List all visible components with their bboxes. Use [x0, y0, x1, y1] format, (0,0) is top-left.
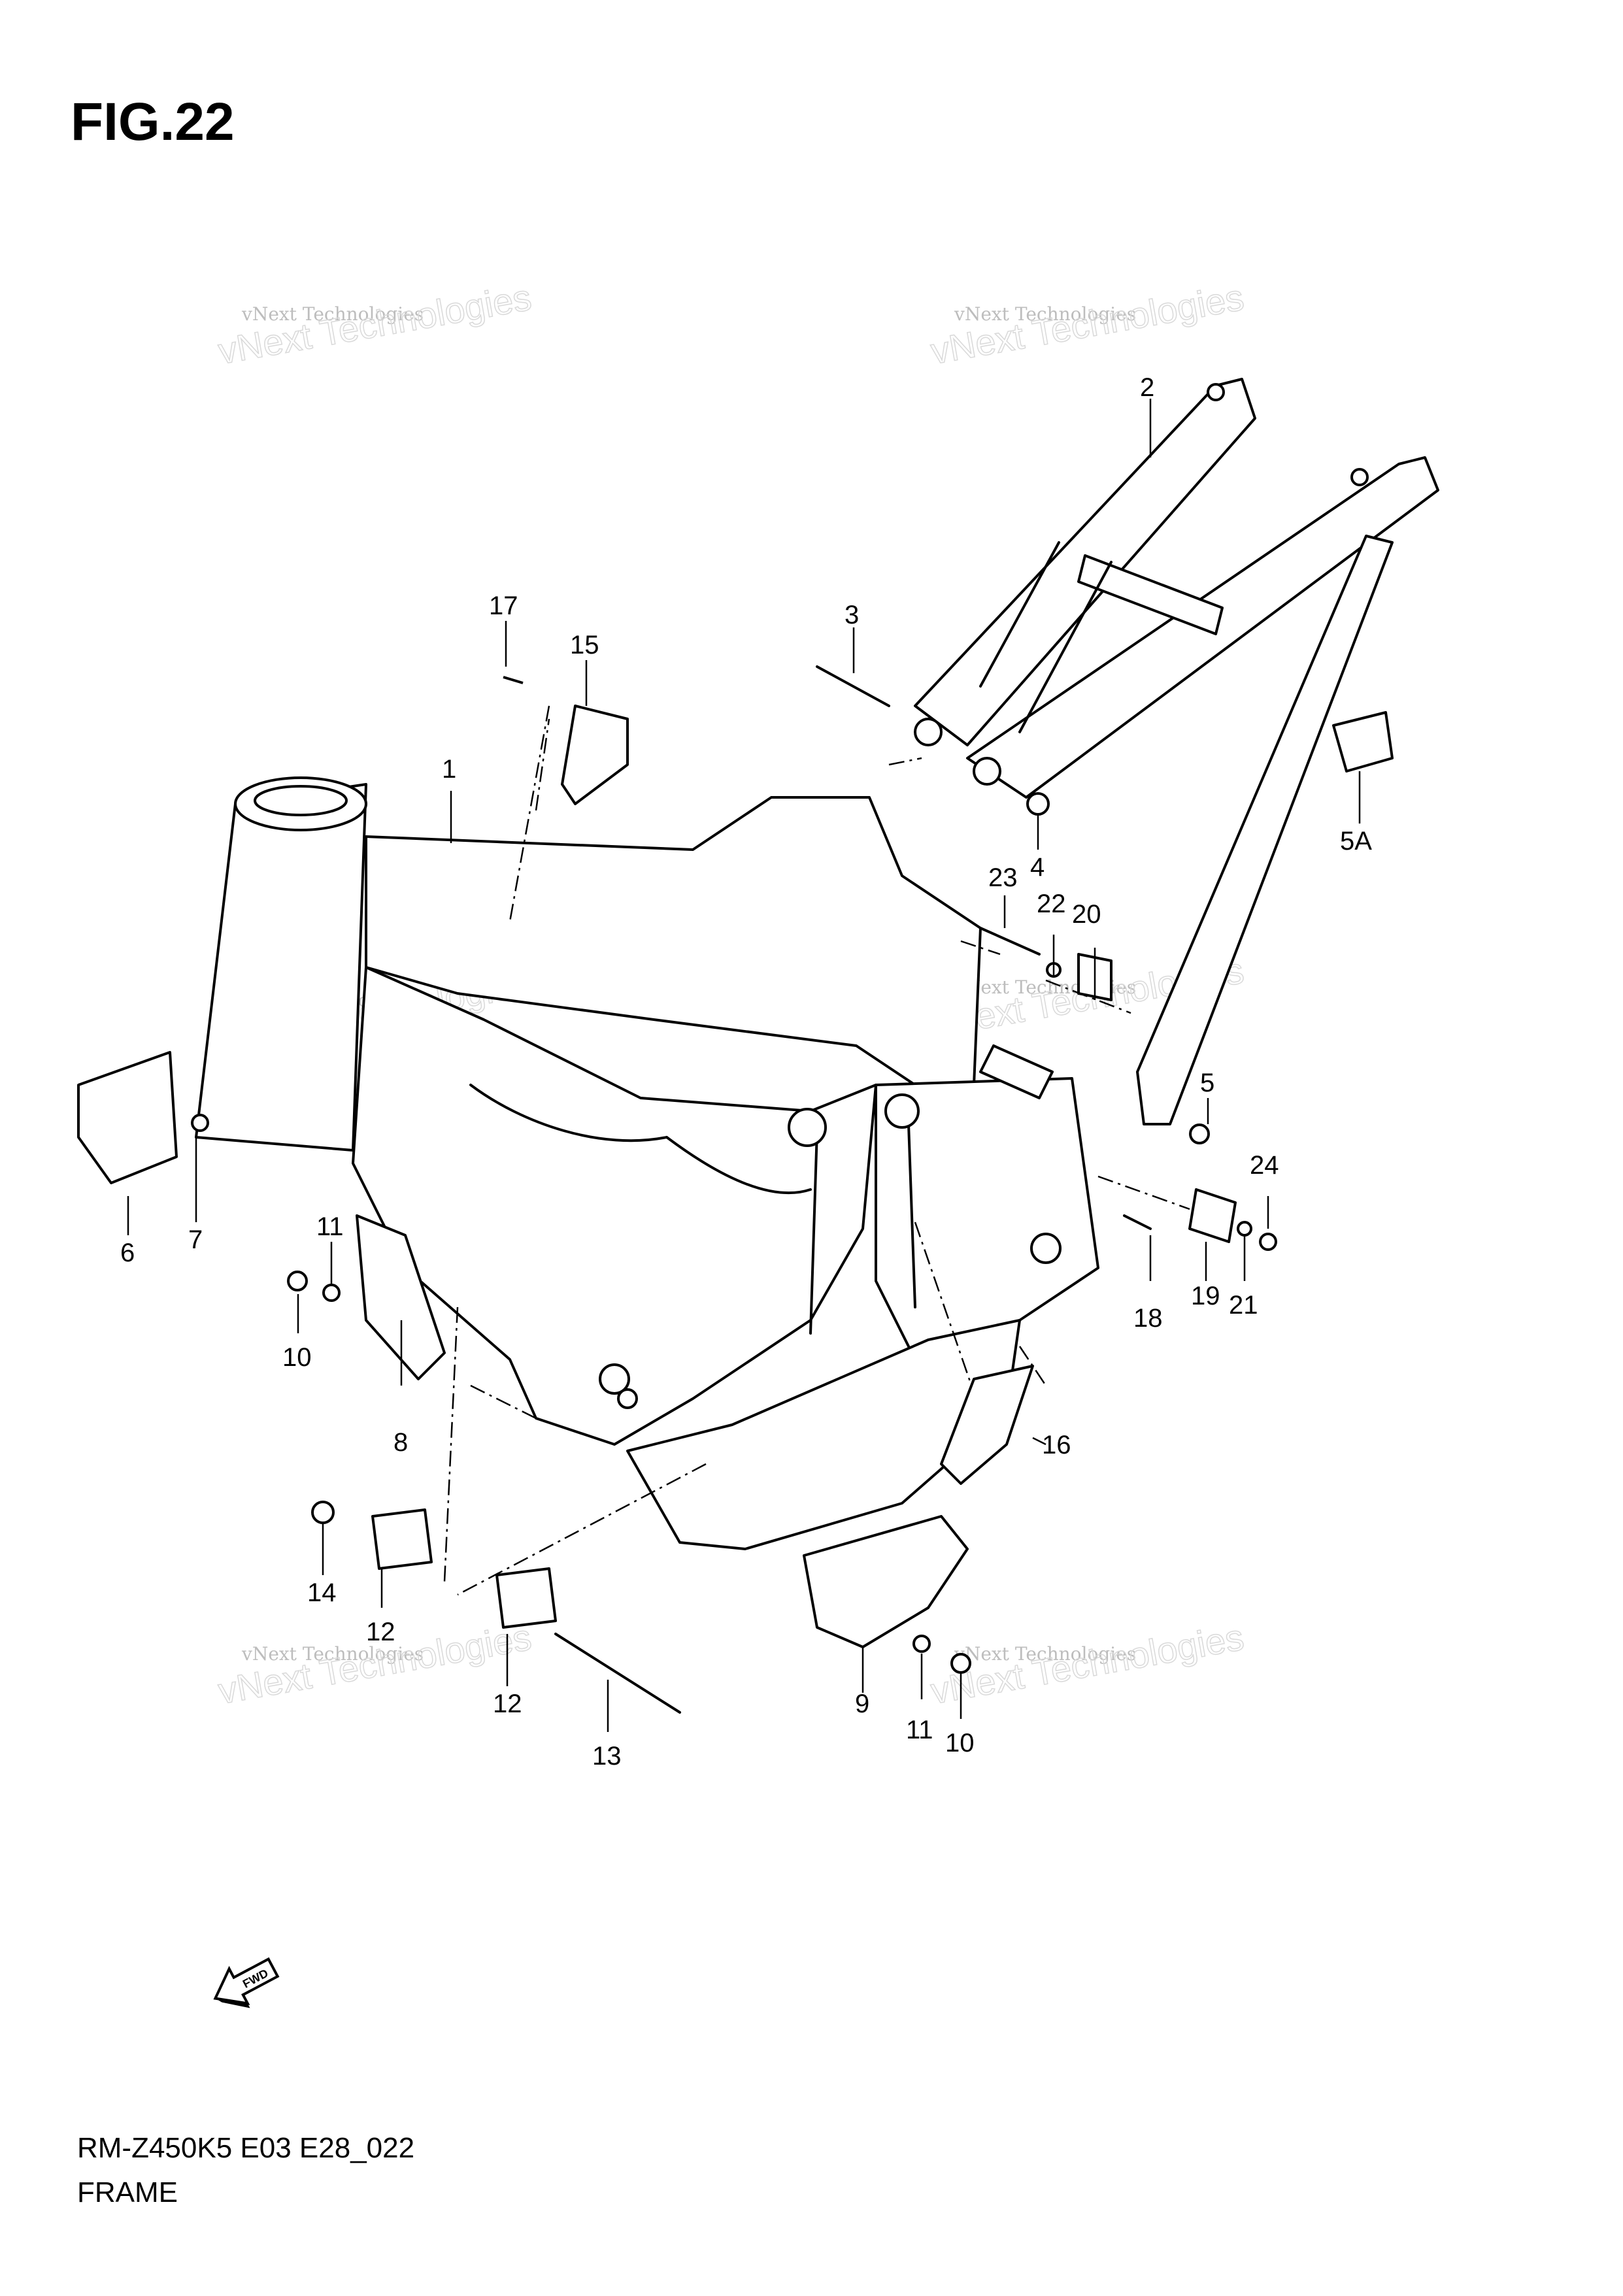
callout-9: 9	[855, 1689, 869, 1718]
bolt-part-3	[816, 665, 890, 707]
washer-part-11b	[912, 1635, 931, 1653]
watermark-text: vNext Technologies	[241, 1643, 424, 1665]
callout-5a: 5A	[1340, 827, 1372, 856]
callout-14: 14	[307, 1578, 337, 1607]
plate-part-12b	[495, 1567, 557, 1629]
callout-15: 15	[570, 631, 599, 659]
rear-subframe-part-2	[914, 378, 1439, 1125]
callout-2: 2	[1140, 373, 1154, 402]
callout-5: 5	[1200, 1069, 1214, 1097]
bolt-part-18	[1123, 1214, 1152, 1230]
bolt-part-10b	[950, 1653, 971, 1674]
plate-part-15	[561, 705, 629, 805]
callout-10a: 10	[282, 1343, 312, 1372]
watermark-text: vNext Technologies	[954, 303, 1136, 325]
callout-11b: 11	[906, 1716, 933, 1744]
plate-part-12	[371, 1508, 433, 1570]
watermark: vNext Technologies vNext Technologies	[928, 1616, 1248, 1712]
watermark-text: vNext Technologies	[241, 303, 424, 325]
callout-20: 20	[1072, 900, 1101, 929]
collar-part-19	[1188, 1188, 1237, 1243]
bolt-part-17	[503, 676, 524, 684]
callout-7: 7	[188, 1225, 203, 1254]
watermark: vNext Technologies vNext Technologies	[215, 276, 535, 373]
figure-title: FIG.22	[71, 92, 235, 152]
figure-name: FRAME	[77, 2176, 178, 2208]
bolt-part-13	[554, 1633, 681, 1714]
callout-3: 3	[845, 601, 859, 629]
callout-18: 18	[1133, 1304, 1163, 1333]
watermark: vNext Technologies vNext Technologies	[928, 276, 1248, 373]
figure-code: RM-Z450K5 E03 E28_022	[77, 2132, 415, 2164]
watermark-text: vNext Technologies	[954, 1643, 1136, 1665]
callout-19: 19	[1191, 1282, 1220, 1310]
assembly-lines	[443, 705, 1190, 1596]
nut-part-14	[311, 1501, 335, 1524]
watermark-text-large: vNext Technologies	[928, 1616, 1247, 1712]
callout-6: 6	[120, 1239, 135, 1267]
small-parts	[77, 665, 1394, 1714]
nut-part-24	[1259, 1233, 1277, 1251]
bracket-part-6	[77, 1051, 178, 1184]
callout-24: 24	[1250, 1151, 1279, 1180]
callout-21: 21	[1229, 1291, 1258, 1320]
bolt-part-5	[1189, 1123, 1210, 1144]
washer-part-21	[1237, 1221, 1252, 1237]
callout-1: 1	[442, 755, 456, 784]
fwd-arrow-icon: FWD	[213, 1957, 280, 2008]
plate-part-16	[940, 1365, 1034, 1485]
guard-part-8	[356, 1214, 446, 1380]
callout-22: 22	[1037, 890, 1066, 918]
callout-10b: 10	[945, 1729, 975, 1757]
callout-23: 23	[988, 863, 1018, 892]
guard-part-9	[803, 1515, 969, 1648]
callout-11a: 11	[316, 1212, 344, 1241]
callout-12b: 12	[493, 1689, 522, 1718]
callout-17: 17	[489, 591, 518, 620]
callout-4: 4	[1030, 853, 1045, 882]
callout-16: 16	[1042, 1431, 1071, 1459]
bolt-part-23	[979, 927, 1041, 956]
bolt-part-10	[287, 1271, 308, 1291]
callout-13: 13	[592, 1742, 622, 1771]
nut-part-4	[1026, 792, 1050, 816]
watermark-text-large: vNext Technologies	[928, 276, 1247, 372]
leader-lines	[127, 399, 1361, 1732]
callout-8: 8	[393, 1428, 408, 1457]
watermark-text-large: vNext Technologies	[215, 276, 534, 372]
callout-12a: 12	[366, 1618, 395, 1646]
bolt-part-7	[191, 1114, 209, 1132]
callout-labels: 1 2 3 4 5 5A 6 7 8 9 10 10 11 11 12 12 1…	[120, 373, 1372, 1771]
washer-part-11	[322, 1284, 341, 1302]
cap-part-5A	[1332, 711, 1394, 773]
